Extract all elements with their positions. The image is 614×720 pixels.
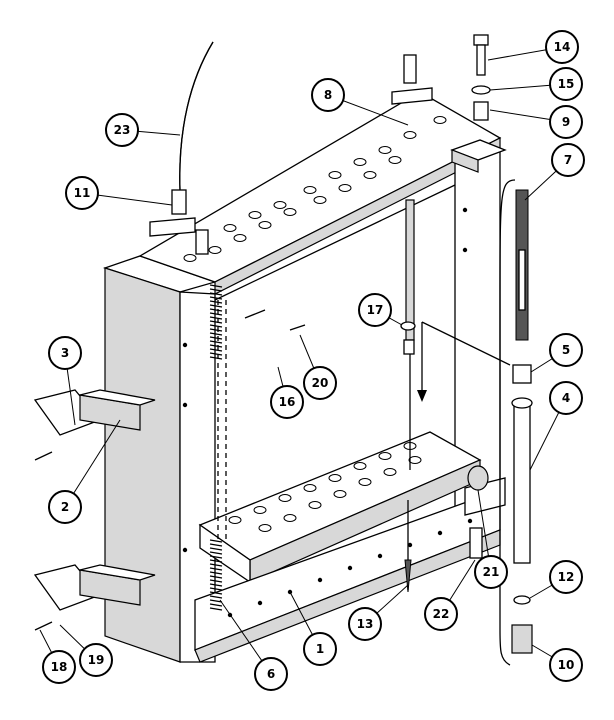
callout-11: 11 bbox=[65, 176, 99, 210]
hole bbox=[248, 211, 262, 219]
callout-14: 14 bbox=[545, 30, 579, 64]
hole bbox=[258, 524, 272, 532]
callout-12: 12 bbox=[549, 560, 583, 594]
callout-number: 8 bbox=[324, 88, 332, 102]
hole bbox=[228, 516, 242, 524]
top-plate bbox=[138, 91, 502, 295]
callout-number: 2 bbox=[61, 500, 69, 514]
hole bbox=[223, 224, 237, 232]
hole bbox=[378, 452, 392, 460]
hole bbox=[363, 171, 377, 179]
callout-9: 9 bbox=[549, 105, 583, 139]
hole bbox=[283, 208, 297, 216]
callout-2: 2 bbox=[48, 490, 82, 524]
hole bbox=[313, 196, 327, 204]
callout-8: 8 bbox=[311, 78, 345, 112]
bracket-parts bbox=[33, 309, 306, 631]
hole bbox=[303, 186, 317, 194]
hole bbox=[383, 468, 397, 476]
hole bbox=[183, 254, 197, 262]
hole bbox=[338, 184, 352, 192]
plate-holes bbox=[182, 116, 473, 618]
hole bbox=[328, 171, 342, 179]
callout-number: 16 bbox=[279, 395, 296, 409]
callout-20: 20 bbox=[303, 366, 337, 400]
callout-number: 19 bbox=[88, 653, 105, 667]
front-frame bbox=[179, 149, 501, 663]
callout-21: 21 bbox=[474, 555, 508, 589]
callout-number: 9 bbox=[562, 115, 570, 129]
hole bbox=[303, 484, 317, 492]
hole bbox=[273, 201, 287, 209]
hole bbox=[258, 221, 272, 229]
callout-number: 20 bbox=[312, 376, 329, 390]
callout-17: 17 bbox=[358, 293, 392, 327]
hole bbox=[208, 246, 222, 254]
callout-number: 18 bbox=[51, 660, 68, 674]
hole bbox=[388, 156, 402, 164]
callout-number: 14 bbox=[554, 40, 571, 54]
guide-rod bbox=[405, 199, 415, 341]
callout-6: 6 bbox=[254, 657, 288, 691]
callout-22: 22 bbox=[424, 597, 458, 631]
callout-1: 1 bbox=[303, 632, 337, 666]
callout-number: 17 bbox=[367, 303, 384, 317]
callout-number: 21 bbox=[483, 565, 500, 579]
hole bbox=[353, 158, 367, 166]
callout-number: 11 bbox=[74, 186, 91, 200]
callout-5: 5 bbox=[549, 333, 583, 367]
spring-part-6 bbox=[209, 284, 223, 611]
callout-4: 4 bbox=[549, 381, 583, 415]
callout-number: 5 bbox=[562, 343, 570, 357]
callout-number: 12 bbox=[558, 570, 575, 584]
right-exploded-parts bbox=[471, 34, 533, 666]
hole bbox=[403, 131, 417, 139]
callout-number: 15 bbox=[558, 77, 575, 91]
hole bbox=[433, 116, 447, 124]
hole bbox=[233, 234, 247, 242]
hole bbox=[378, 146, 392, 154]
callout-3: 3 bbox=[48, 336, 82, 370]
hole bbox=[308, 501, 322, 509]
hole bbox=[278, 494, 292, 502]
callout-19: 19 bbox=[79, 643, 113, 677]
hole bbox=[328, 474, 342, 482]
fitting-part-11 bbox=[171, 189, 187, 215]
callout-number: 22 bbox=[433, 607, 450, 621]
leader-line bbox=[64, 419, 121, 508]
callout-18: 18 bbox=[42, 650, 76, 684]
hole bbox=[408, 456, 422, 464]
hole bbox=[353, 462, 367, 470]
callout-number: 6 bbox=[267, 667, 275, 681]
hole bbox=[358, 478, 372, 486]
callout-number: 4 bbox=[562, 391, 570, 405]
hole bbox=[253, 506, 267, 514]
callout-number: 7 bbox=[564, 153, 572, 167]
callout-number: 23 bbox=[114, 123, 131, 137]
callout-number: 13 bbox=[357, 617, 374, 631]
hole bbox=[283, 514, 297, 522]
callout-16: 16 bbox=[270, 385, 304, 419]
hole bbox=[333, 490, 347, 498]
callout-23: 23 bbox=[105, 113, 139, 147]
callout-15: 15 bbox=[549, 67, 583, 101]
callout-10: 10 bbox=[549, 648, 583, 682]
callout-number: 1 bbox=[316, 642, 324, 656]
callout-7: 7 bbox=[551, 143, 585, 177]
callout-13: 13 bbox=[348, 607, 382, 641]
callout-number: 3 bbox=[61, 346, 69, 360]
callout-number: 10 bbox=[558, 658, 575, 672]
